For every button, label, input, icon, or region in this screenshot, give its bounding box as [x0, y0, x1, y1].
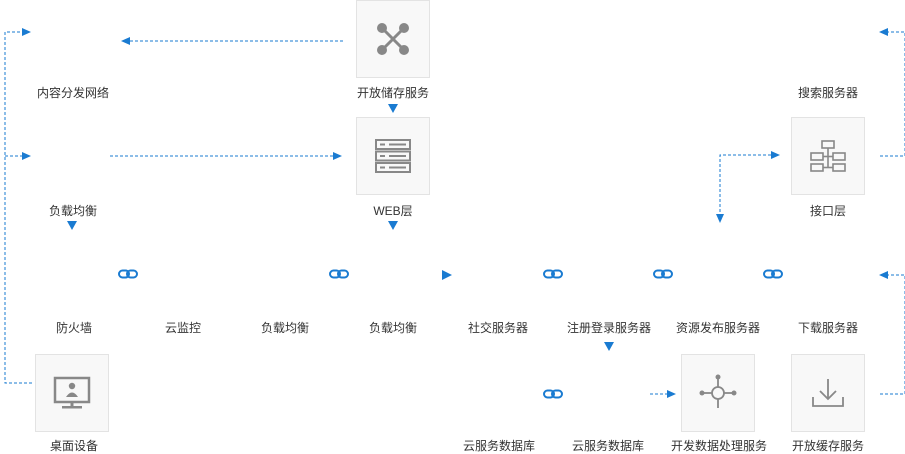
right-bracket-connector-top [879, 28, 905, 157]
arrow-down-icon [388, 104, 398, 113]
search-server-label: 搜索服务器 [797, 86, 859, 100]
register-server-label: 注册登录服务器 [566, 321, 652, 335]
link-icon [329, 269, 349, 279]
api-elbow-connector [716, 151, 780, 223]
download-tray-icon [812, 379, 844, 407]
link-icon [653, 269, 673, 279]
load-balance-3-label: 负载均衡 [368, 321, 418, 335]
network-nodes-icon [377, 23, 409, 55]
web-layer-box [356, 117, 430, 195]
download-server-label: 下载服务器 [797, 321, 859, 335]
arrow-right-icon [771, 151, 780, 159]
lb-to-web-connector [110, 152, 342, 160]
left-bracket-connector [4, 28, 32, 384]
arrow-down-icon [388, 221, 398, 230]
arrow-right-icon [22, 152, 31, 160]
arrow-right-icon [667, 390, 676, 398]
load-balance-2-label: 负载均衡 [260, 321, 310, 335]
arrow-left-icon [879, 28, 888, 36]
arrow-right-icon [442, 270, 452, 280]
link-icon [118, 269, 138, 279]
api-layer-box [791, 117, 865, 195]
social-server-label: 社交服务器 [467, 321, 529, 335]
api-layer-label: 接口层 [809, 204, 847, 218]
link-icon [763, 269, 783, 279]
open-cache-box [791, 354, 865, 432]
cloud-db-2-label: 云服务数据库 [571, 439, 645, 453]
storage-to-cdn-connector [121, 37, 343, 45]
desktop-device-box [35, 354, 109, 432]
firewall-label: 防火墙 [55, 321, 93, 335]
link-icon [543, 389, 563, 399]
resource-server-label: 资源发布服务器 [675, 321, 761, 335]
arrow-down-icon [67, 221, 77, 230]
open-storage-box [356, 0, 430, 78]
open-storage-label: 开放储存服务 [356, 86, 430, 100]
cloud-db-1-label: 云服务数据库 [462, 439, 536, 453]
data-processing-box [681, 354, 755, 432]
arrow-left-icon [879, 271, 888, 279]
desktop-device-label: 桌面设备 [49, 439, 99, 453]
right-bracket-connector-bottom [879, 271, 905, 395]
data-processing-label: 开发数据处理服务 [670, 439, 768, 453]
cdn-label: 内容分发网络 [36, 86, 110, 100]
arrow-right-icon [22, 28, 31, 36]
open-cache-label: 开放缓存服务 [791, 439, 865, 453]
web-layer-label: WEB层 [373, 204, 413, 218]
desktop-monitor-icon [53, 376, 91, 409]
link-icon [543, 269, 563, 279]
db-to-processing-connector [650, 390, 676, 398]
server-rack-icon [375, 139, 411, 173]
hierarchy-icon [810, 140, 846, 172]
load-balance-1-label: 负载均衡 [48, 204, 98, 218]
arrow-down-icon [604, 342, 614, 351]
arrow-down-icon [716, 214, 724, 223]
cloud-monitor-label: 云监控 [164, 321, 202, 335]
arrow-right-icon [333, 152, 342, 160]
hub-nodes-icon [699, 374, 737, 408]
arrow-left-icon [121, 37, 130, 45]
